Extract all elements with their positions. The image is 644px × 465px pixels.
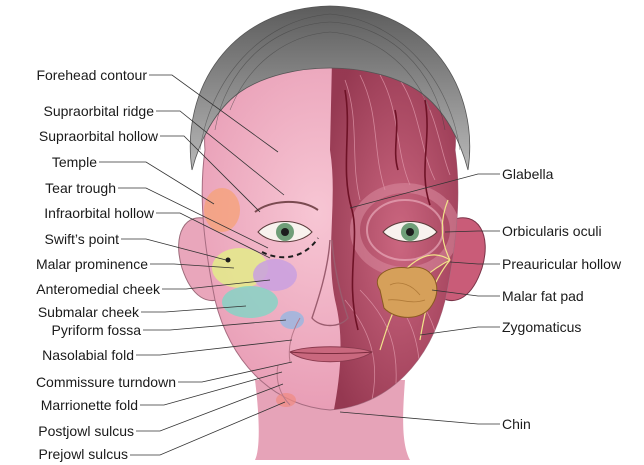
label-submalar-cheek: Submalar cheek <box>0 304 139 320</box>
label-supraorbital-hollow: Supraorbital hollow <box>0 128 158 144</box>
label-swifts-point: Swift’s point <box>0 231 119 247</box>
label-commissure-turndown: Commissure turndown <box>0 374 176 390</box>
label-anteromedial-cheek: Anteromedial cheek <box>0 281 160 297</box>
malar-fat-pad <box>377 267 437 317</box>
label-chin: Chin <box>502 416 531 432</box>
label-temple: Temple <box>0 154 97 170</box>
swifts-point-dot <box>226 258 231 263</box>
submalar-zone <box>222 286 278 318</box>
label-tear-trough: Tear trough <box>0 180 116 196</box>
label-forehead-contour: Forehead contour <box>0 67 147 83</box>
label-zygomaticus: Zygomaticus <box>502 319 581 335</box>
label-glabella: Glabella <box>502 166 553 182</box>
label-pyriform-fossa: Pyriform fossa <box>0 322 141 338</box>
label-orbicularis-oculi: Orbicularis oculi <box>502 223 602 239</box>
label-postjowl-sulcus: Postjowl sulcus <box>0 423 134 439</box>
label-malar-prominence: Malar prominence <box>0 256 148 272</box>
label-preauricular-hollow: Preauricular hollow <box>502 256 621 272</box>
label-marrionette-fold: Marrionette fold <box>0 397 138 413</box>
anteromedial-zone <box>253 259 297 291</box>
label-nasolabial-fold: Nasolabial fold <box>0 347 134 363</box>
label-malar-fat-pad: Malar fat pad <box>502 288 584 304</box>
label-supraorbital-ridge: Supraorbital ridge <box>0 103 154 119</box>
label-infraorbital-hollow: Infraorbital hollow <box>0 205 154 221</box>
